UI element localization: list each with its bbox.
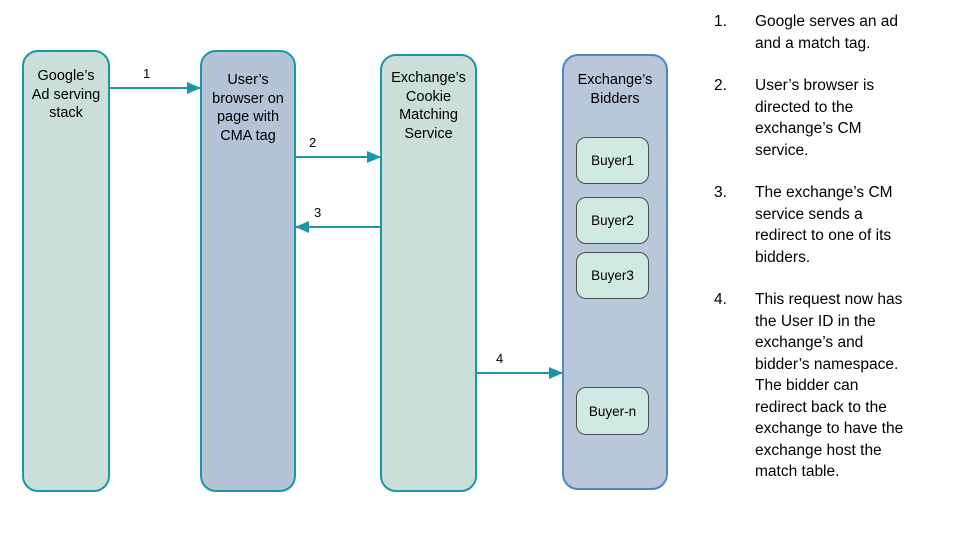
arrow-number: 2 xyxy=(309,135,317,150)
steps-list: 1. Google serves an ad and a match tag. … xyxy=(714,11,960,504)
node-cookie-matching-service: Exchange’s Cookie Matching Service xyxy=(380,54,477,492)
node-label: Google’s Ad serving stack xyxy=(31,68,101,121)
arrow-number: 3 xyxy=(314,205,322,220)
step-number: 1. xyxy=(714,13,727,30)
node-exchanges-bidders: Exchange’s Bidders Buyer1 Buyer2 Buyer3 … xyxy=(562,54,668,490)
arrow-line xyxy=(296,156,380,158)
node-google-ad-serving-stack: Google’s Ad serving stack xyxy=(22,50,110,492)
list-item-step-4: 4. This request now has the User ID in t… xyxy=(714,289,960,483)
step-text: This request now has the User ID in the … xyxy=(755,291,904,480)
buyer-box-1: Buyer1 xyxy=(576,137,649,184)
arrow-head-icon xyxy=(367,151,381,163)
buyer-box-3: Buyer3 xyxy=(576,252,649,299)
node-label: Exchange’s Cookie Matching Service xyxy=(391,70,466,142)
step-text: The exchange’s CM service sends a redire… xyxy=(755,184,893,266)
node-users-browser: User’s browser on page with CMA tag xyxy=(200,50,296,492)
node-label: User’s browser on page with CMA tag xyxy=(212,72,284,144)
buyer-box-2: Buyer2 xyxy=(576,197,649,244)
arrow-number: 4 xyxy=(496,351,504,366)
arrow-line xyxy=(296,226,380,228)
step-number: 2. xyxy=(714,77,727,94)
step-number: 4. xyxy=(714,291,727,308)
step-text: User’s browser is directed to the exchan… xyxy=(755,77,875,159)
node-label: Exchange’s Bidders xyxy=(577,72,653,107)
arrow-line xyxy=(110,87,200,89)
arrow-head-icon xyxy=(187,82,201,94)
step-number: 3. xyxy=(714,184,727,201)
step-text: Google serves an ad and a match tag. xyxy=(755,13,899,52)
list-item-step-2: 2. User’s browser is directed to the exc… xyxy=(714,75,960,161)
arrow-head-icon xyxy=(549,367,563,379)
list-item-step-1: 1. Google serves an ad and a match tag. xyxy=(714,11,960,54)
arrow-line xyxy=(477,372,562,374)
buyer-box-n: Buyer-n xyxy=(576,387,649,435)
arrow-number: 1 xyxy=(143,66,151,81)
arrow-head-icon xyxy=(295,221,309,233)
list-item-step-3: 3. The exchange’s CM service sends a red… xyxy=(714,182,960,268)
